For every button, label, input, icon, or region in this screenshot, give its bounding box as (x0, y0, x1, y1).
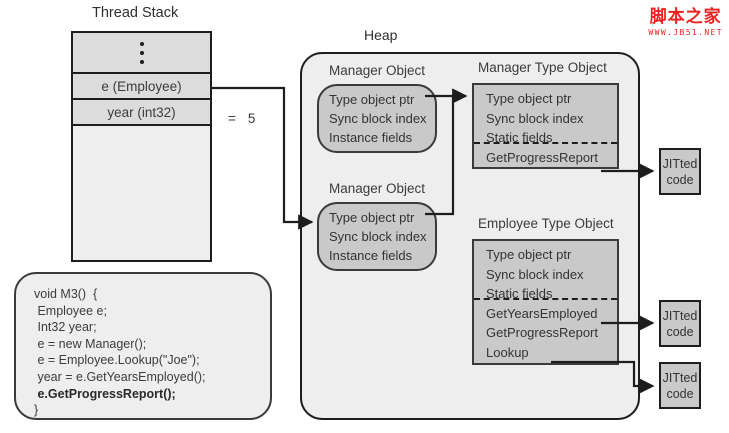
thread-stack-title: Thread Stack (92, 5, 179, 21)
type-method-row: Lookup (486, 344, 529, 360)
employee-type-object-box: Type object ptr Sync block index Static … (472, 239, 619, 365)
code-line-highlighted: e.GetProgressReport(); (34, 386, 176, 401)
year-value: 5 (247, 111, 256, 126)
stack-cell-ellipsis (73, 33, 210, 74)
method-table-divider (474, 298, 617, 300)
code-line: Int32 year; (34, 320, 97, 335)
thread-stack-box: e (Employee) year (int32) (71, 31, 212, 262)
type-method-row: GetProgressReport (486, 325, 598, 340)
object-row: Type object ptr (329, 210, 415, 225)
arrow-stack-to-manager-object-2 (212, 86, 314, 230)
manager-object-1-box: Type object ptr Sync block index Instanc… (317, 84, 437, 153)
type-field-row: Static fields (486, 130, 553, 145)
code-line: e = new Manager(); (34, 336, 147, 351)
stack-cell-year-var: year (int32) (73, 100, 210, 126)
watermark-site-name: 脚本之家 (649, 7, 722, 27)
jitted-code-box-3: JITted code (659, 362, 701, 409)
heap-title: Heap (364, 27, 398, 43)
jitted-line-1: JITted (662, 308, 698, 323)
equals-sign: = (228, 111, 236, 126)
type-method-row: GetProgressReport (486, 149, 598, 165)
type-field-row: Sync block index (486, 110, 584, 126)
code-line: } (34, 403, 39, 418)
code-line: Employee e; (34, 303, 107, 318)
jitted-line-2: code (666, 324, 694, 339)
object-row: Sync block index (329, 229, 427, 244)
object-row: Sync block index (329, 111, 427, 126)
vertical-ellipsis-icon (139, 33, 144, 72)
stack-cell-employee-ref: e (Employee) (73, 74, 210, 100)
manager-type-object-box: Type object ptr Sync block index Static … (472, 83, 619, 169)
jitted-line-1: JITted (662, 370, 698, 385)
type-field-row: Type object ptr (486, 91, 572, 106)
employee-type-object-label: Employee Type Object (478, 216, 614, 231)
watermark: 脚本之家 WWW.JB51.NET (648, 2, 723, 37)
watermark-url: WWW.JB51.NET (648, 28, 723, 37)
year-value-annotation: =5 (228, 111, 255, 126)
jitted-line-1: JITted (662, 156, 698, 171)
manager-object-2-box: Type object ptr Sync block index Instanc… (317, 202, 437, 271)
object-row: Type object ptr (329, 92, 415, 107)
type-field-row: Sync block index (486, 266, 584, 282)
method-table-divider (474, 142, 617, 144)
jitted-line-2: code (666, 386, 694, 401)
manager-type-object-label: Manager Type Object (478, 60, 607, 75)
code-line: year = e.GetYearsEmployed(); (34, 369, 206, 384)
manager-object-1-label: Manager Object (329, 63, 426, 78)
code-line: void M3() { (34, 287, 98, 301)
type-field-row: Type object ptr (486, 247, 572, 262)
type-method-row: GetYearsEmployed (486, 305, 598, 321)
jitted-code-box-1: JITted code (659, 148, 701, 195)
object-row: Instance fields (329, 248, 413, 263)
jitted-code-box-2: JITted code (659, 300, 701, 347)
object-row: Instance fields (329, 130, 413, 145)
source-code-box: void M3() { Employee e; Int32 year; e = … (14, 272, 272, 420)
manager-object-2-label: Manager Object (329, 181, 426, 196)
type-field-row: Static fields (486, 286, 553, 301)
jitted-line-2: code (666, 172, 694, 187)
code-line: e = Employee.Lookup("Joe"); (34, 353, 200, 368)
